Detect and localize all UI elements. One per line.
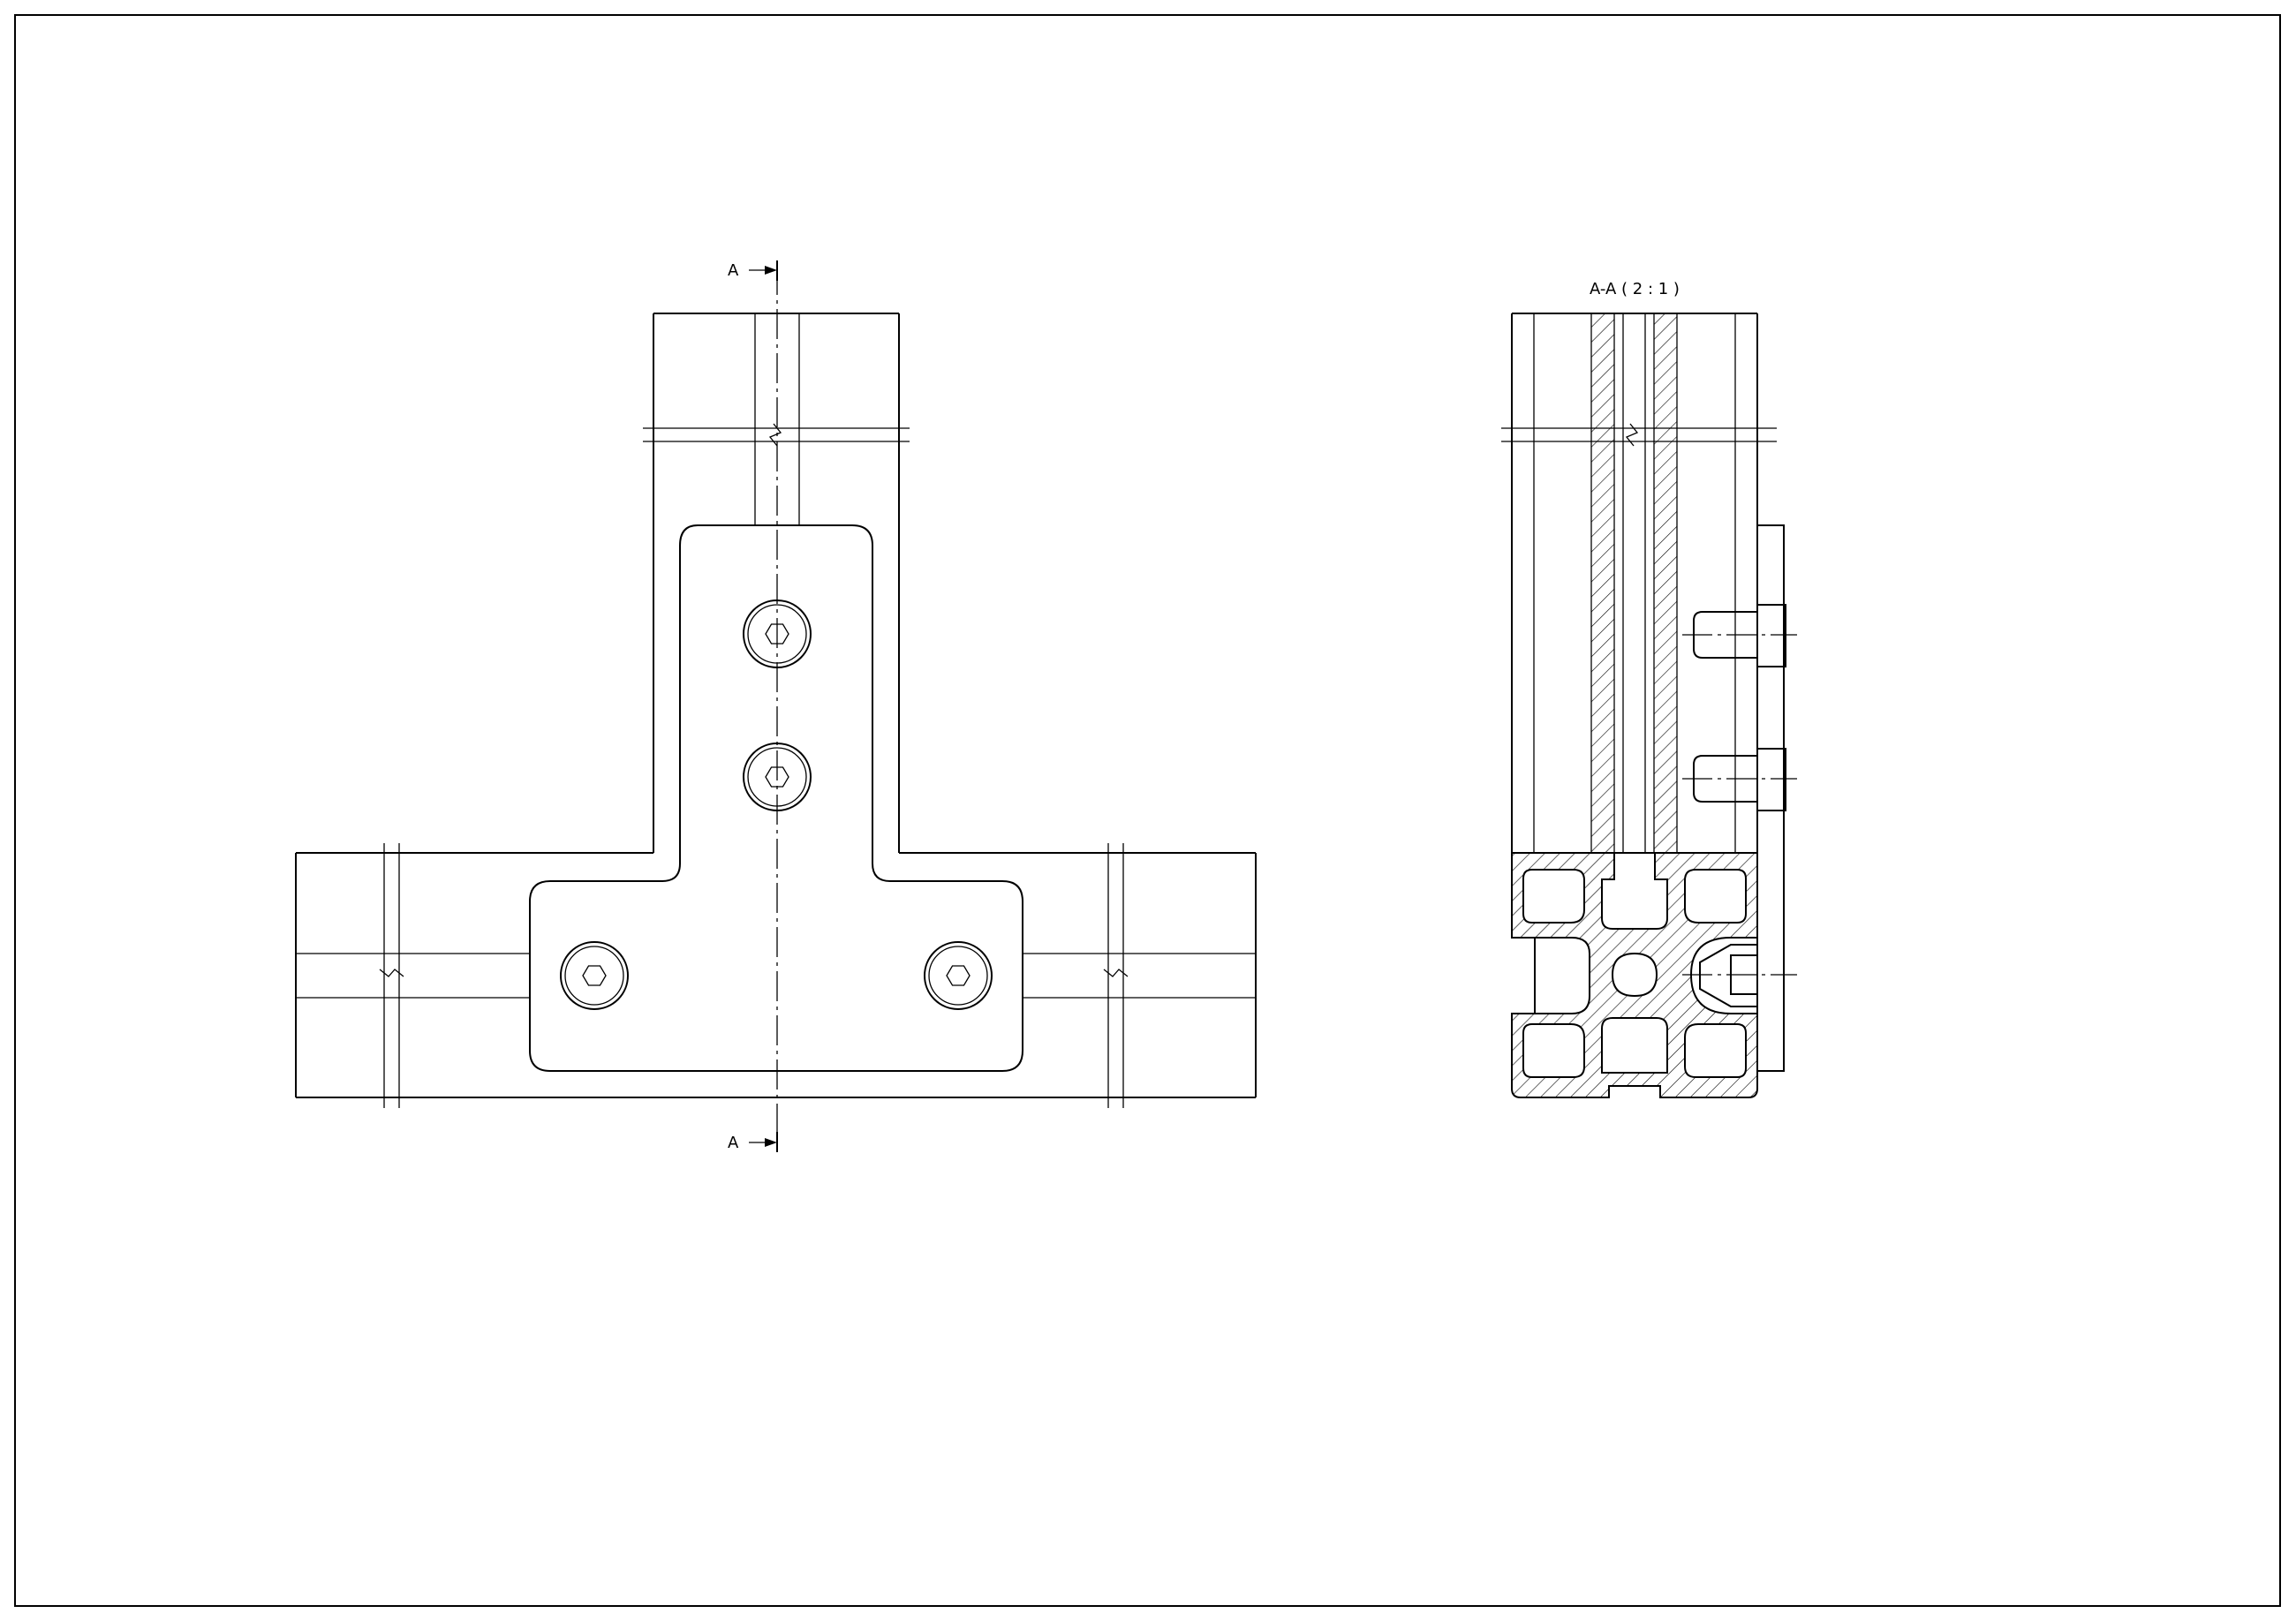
section-view-title: A-A ( 2 : 1 ) [1590,280,1680,298]
section-plate [1756,524,1785,1072]
front-view: A A [295,260,1257,1152]
section-line-a-a: A A [728,260,778,1152]
section-marker-top: A [728,261,739,280]
section-marker-bottom: A [728,1134,739,1152]
screw-left [560,941,629,1010]
section-screw-lower [1682,748,1797,811]
section-view: A-A ( 2 : 1 ) [1501,280,1797,1098]
profile-cross-section [1511,852,1797,1098]
section-screw-upper [1682,604,1797,667]
screw-right [924,941,993,1010]
t-connector-plate [529,524,1023,1072]
horizontal-profile [295,843,1257,1108]
vertical-profile [643,313,910,853]
sheet-border [14,14,2281,1607]
section-vertical-profile [1501,313,1777,854]
